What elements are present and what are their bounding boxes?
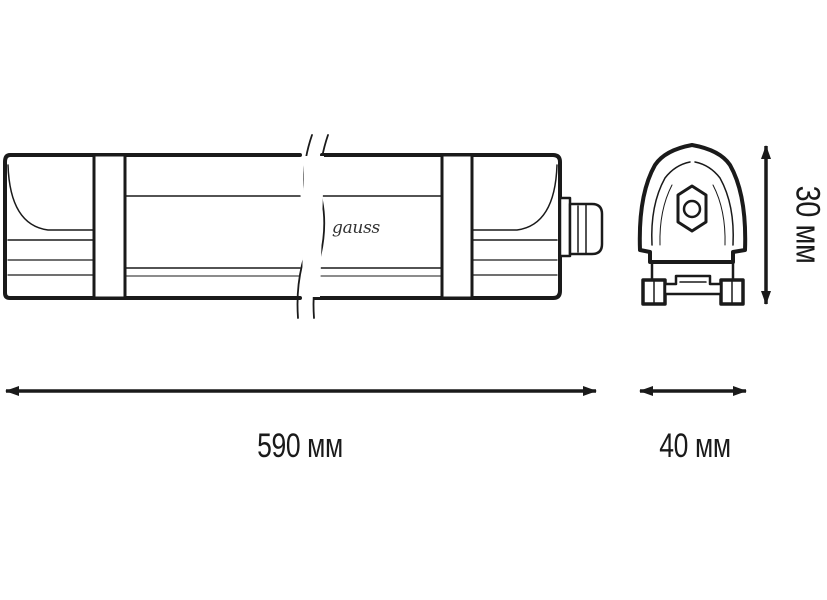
width-label: 40 мм <box>659 427 731 465</box>
hex-nut-hole <box>682 199 702 219</box>
hex-nut <box>676 184 708 233</box>
brand-logo: gauss <box>332 218 380 238</box>
end-view-inner-right-2 <box>712 184 726 246</box>
break-gap <box>302 156 324 297</box>
right-clamp <box>440 153 474 300</box>
length-label: 590 мм <box>257 427 343 465</box>
end-view-inner-right <box>694 161 734 246</box>
end-view-inner-left <box>651 161 691 246</box>
height-label: 30 мм <box>788 185 827 264</box>
end-view <box>637 143 748 306</box>
end-view-inner-left-2 <box>659 184 673 246</box>
left-cap-curve <box>7 164 95 231</box>
technical-drawing <box>3 134 771 396</box>
left-clamp <box>92 153 127 300</box>
body-left-outline <box>3 153 302 300</box>
side-view <box>3 134 604 319</box>
mount-bracket <box>663 274 723 296</box>
right-cap-curve <box>471 164 558 231</box>
cable-gland-base <box>558 196 572 258</box>
